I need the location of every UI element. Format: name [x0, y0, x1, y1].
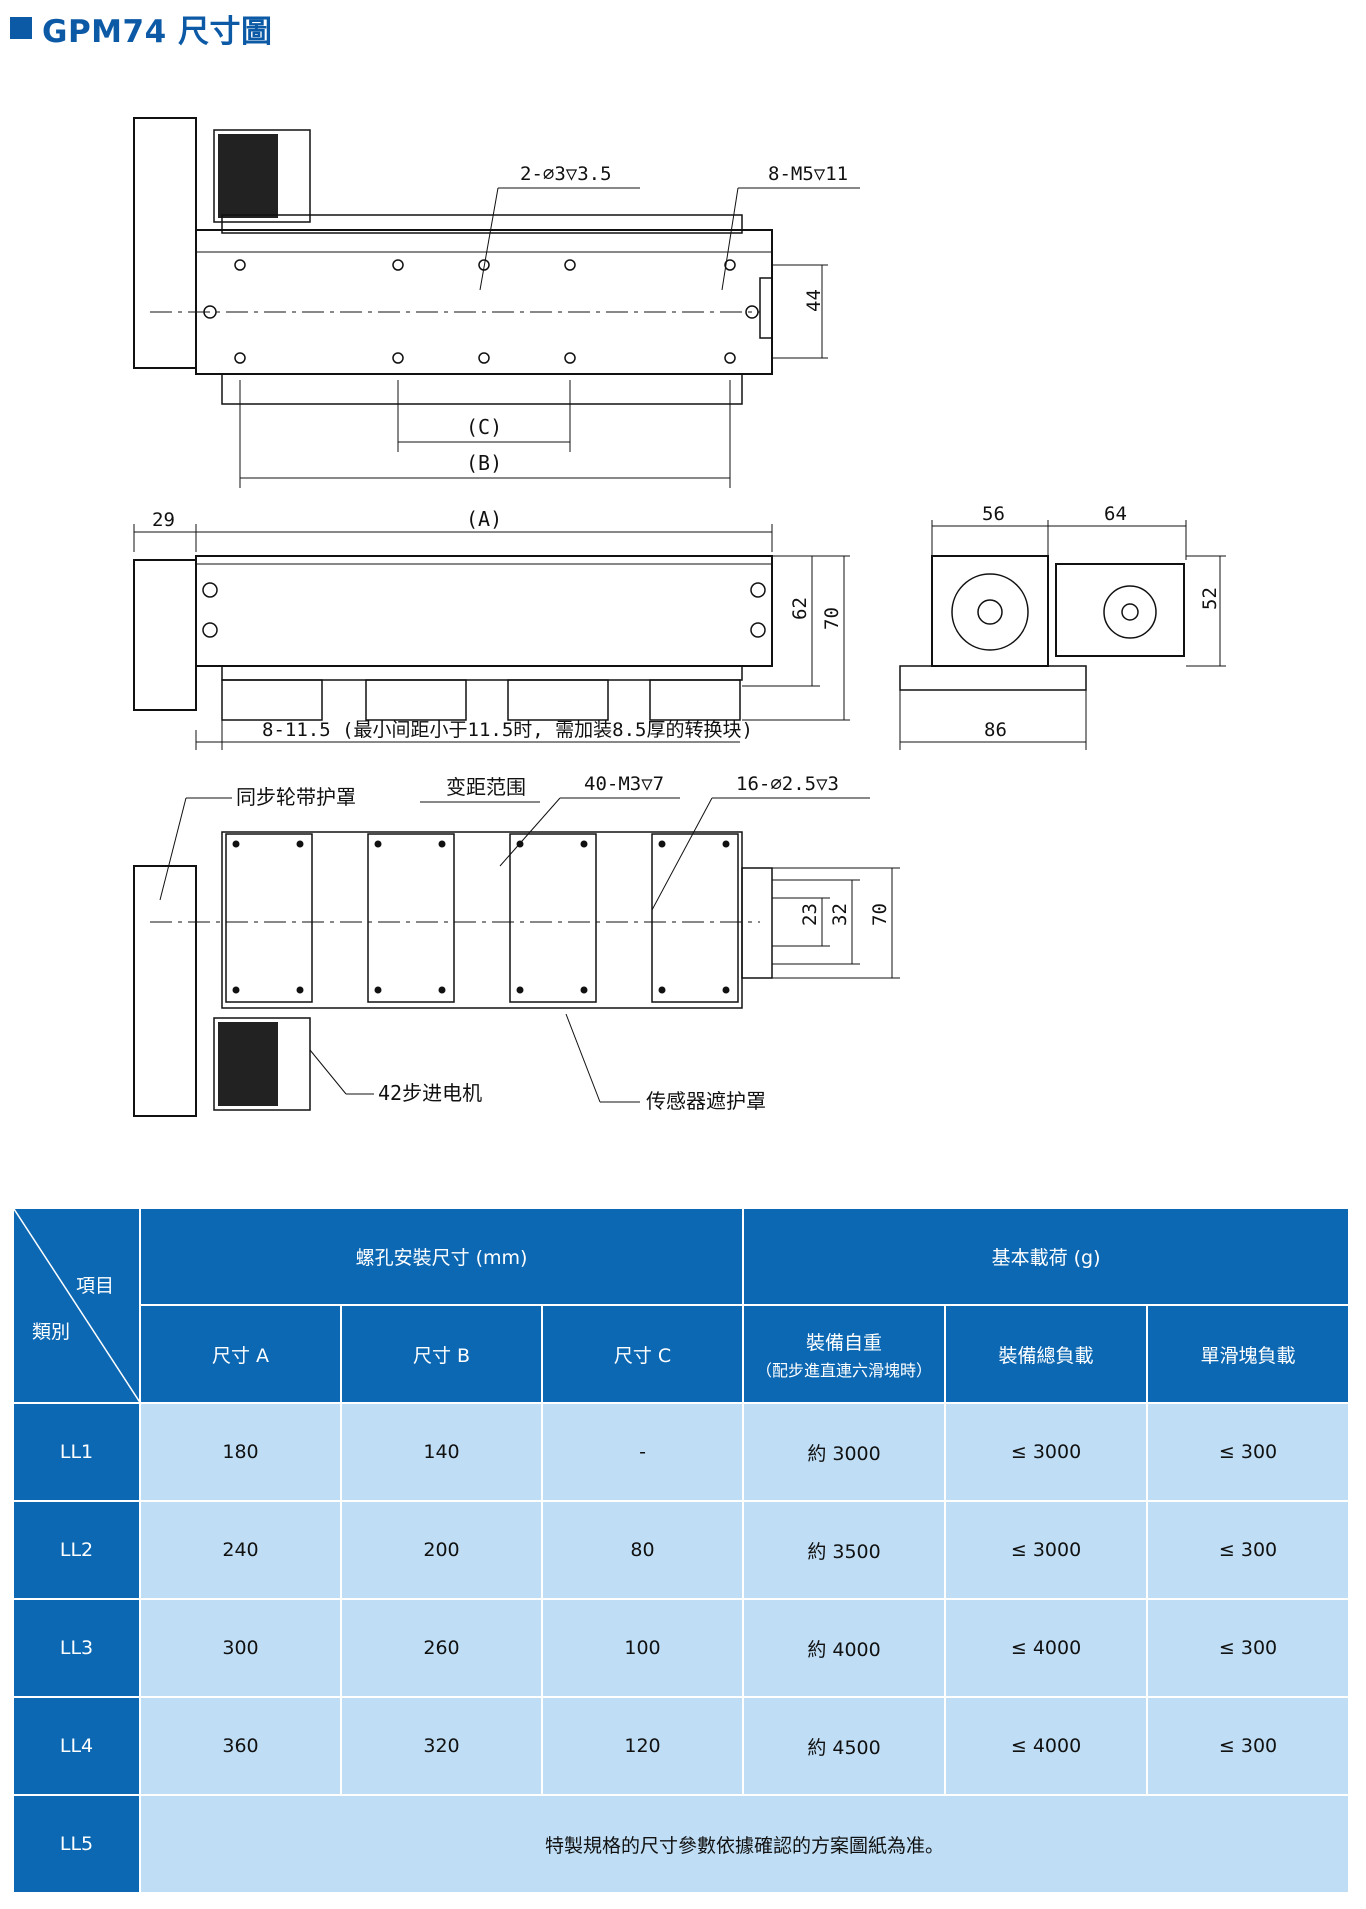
dim-56: 56	[982, 503, 1005, 525]
sensor-cover-label: 传感器遮护罩	[646, 1089, 766, 1113]
dimension-drawing: 2-∅3▽3.5 8-M5▽11 44 (C) (B) 29 (A)	[133, 117, 1226, 1117]
bottom-view: 同步轮带护罩 变距范围 40-M3▽7 16-∅2.5▽3 23 32 70 4…	[133, 773, 900, 1117]
cell-single: ≤ 300	[1146, 1402, 1351, 1502]
pins-label: 16-∅2.5▽3	[736, 773, 839, 795]
col-size-b: 尺寸 B	[340, 1304, 543, 1404]
cell-a: 240	[139, 1500, 342, 1600]
dim-c: (C)	[466, 415, 502, 439]
cell-b: 260	[340, 1598, 543, 1698]
dim-52: 52	[1199, 587, 1221, 610]
cell-c: -	[540, 1402, 745, 1502]
cell-total: ≤ 4000	[944, 1696, 1149, 1796]
end-view: 56 64 52 86	[899, 503, 1226, 750]
pitch-range-label: 变距范围	[446, 775, 526, 799]
dim-29: 29	[152, 509, 175, 531]
row-label: LL3	[12, 1598, 141, 1698]
dim-70-bottom: 70	[869, 903, 891, 926]
cell-c: 120	[540, 1696, 745, 1796]
square-bullet-icon	[10, 17, 32, 39]
corner-diagonal	[14, 1209, 141, 1404]
cell-b: 140	[340, 1402, 543, 1502]
dim-32: 32	[829, 903, 851, 926]
col-self-weight-label: 裝備自重	[806, 1331, 883, 1354]
col-total-load: 裝備總負載	[944, 1304, 1149, 1404]
page-title: GPM74 尺寸圖	[42, 13, 273, 50]
corner-category-label: 類別	[32, 1321, 71, 1343]
cell-single: ≤ 300	[1146, 1500, 1351, 1600]
cell-b: 200	[340, 1500, 543, 1600]
cell-weight: 約 4500	[742, 1696, 947, 1796]
cell-b: 320	[340, 1696, 543, 1796]
corner-item-label: 項目	[76, 1275, 115, 1297]
table-header-row-2: 尺寸 A 尺寸 B 尺寸 C 裝備自重 （配步進直連六滑塊時） 裝備總負載 單滑…	[13, 1304, 1351, 1404]
table-row: LL1 180 140 - 約 3000 ≤ 3000 ≤ 300	[12, 1402, 1351, 1502]
row-label: LL1	[12, 1402, 141, 1502]
top-view: 2-∅3▽3.5 8-M5▽11 44 (C) (B)	[133, 117, 860, 488]
col-self-weight-note: （配步進直連六滑塊時）	[756, 1360, 933, 1380]
dim-86: 86	[984, 719, 1007, 741]
col-size-c: 尺寸 C	[540, 1304, 745, 1404]
table-row: LL2 240 200 80 約 3500 ≤ 3000 ≤ 300	[12, 1500, 1351, 1600]
cell-a: 180	[139, 1402, 342, 1502]
cell-a: 360	[139, 1696, 342, 1796]
top-tapped-label: 8-M5▽11	[768, 163, 848, 185]
cell-weight: 約 3000	[742, 1402, 947, 1502]
belt-cover-label: 同步轮带护罩	[236, 785, 356, 809]
dim-23: 23	[799, 903, 821, 926]
dim-62: 62	[789, 597, 811, 620]
spec-table: 項目 類別 螺孔安裝尺寸 (mm) 基本載荷 (g) 尺寸 A 尺寸 B 尺寸 …	[12, 1207, 1351, 1894]
dim-a: (A)	[466, 507, 502, 531]
side-note: 8-11.5 (最小间距小于11.5时, 需加装8.5厚的转换块)	[262, 719, 753, 741]
cell-single: ≤ 300	[1146, 1696, 1351, 1796]
cell-weight: 約 4000	[742, 1598, 947, 1698]
top-holes-label: 2-∅3▽3.5	[520, 163, 612, 185]
side-view: 29 (A) 62 70 8-11.5 (最小间距小于11.5时, 需加装8.5…	[133, 507, 850, 750]
custom-note-cell: 特製規格的尺寸參數依據確認的方案圖紙為准。	[138, 1794, 1351, 1894]
row-label: LL5	[12, 1794, 141, 1894]
group-load-header: 基本載荷 (g)	[742, 1207, 1351, 1306]
col-single-load: 單滑塊負載	[1146, 1304, 1351, 1404]
cell-weight: 約 3500	[742, 1500, 947, 1600]
col-size-a: 尺寸 A	[139, 1304, 342, 1404]
cell-total: ≤ 4000	[944, 1598, 1149, 1698]
cell-a: 300	[139, 1598, 342, 1698]
table-row: LL4 360 320 120 約 4500 ≤ 4000 ≤ 300	[12, 1696, 1351, 1796]
cell-c: 80	[540, 1500, 745, 1600]
group-mounting-header: 螺孔安裝尺寸 (mm)	[138, 1207, 745, 1306]
dim-64: 64	[1104, 503, 1127, 525]
motor-label: 42步进电机	[378, 1081, 482, 1105]
cell-c: 100	[540, 1598, 745, 1698]
cell-total: ≤ 3000	[944, 1402, 1149, 1502]
dim-70: 70	[821, 607, 843, 630]
cell-single: ≤ 300	[1146, 1598, 1351, 1698]
table-row-custom: LL5 特製規格的尺寸參數依據確認的方案圖紙為准。	[12, 1794, 1351, 1894]
row-label: LL4	[12, 1696, 141, 1796]
table-corner: 項目 類別	[12, 1207, 141, 1404]
dim-44: 44	[803, 289, 825, 312]
table-header-row-1: 項目 類別 螺孔安裝尺寸 (mm) 基本載荷 (g)	[12, 1207, 1351, 1404]
cell-total: ≤ 3000	[944, 1500, 1149, 1600]
page-header: GPM74 尺寸圖	[10, 8, 273, 50]
row-label: LL2	[12, 1500, 141, 1600]
dim-b: (B)	[466, 451, 502, 475]
m3-label: 40-M3▽7	[584, 773, 664, 795]
table-row: LL3 300 260 100 約 4000 ≤ 4000 ≤ 300	[12, 1598, 1351, 1698]
col-self-weight: 裝備自重 （配步進直連六滑塊時）	[742, 1304, 947, 1404]
